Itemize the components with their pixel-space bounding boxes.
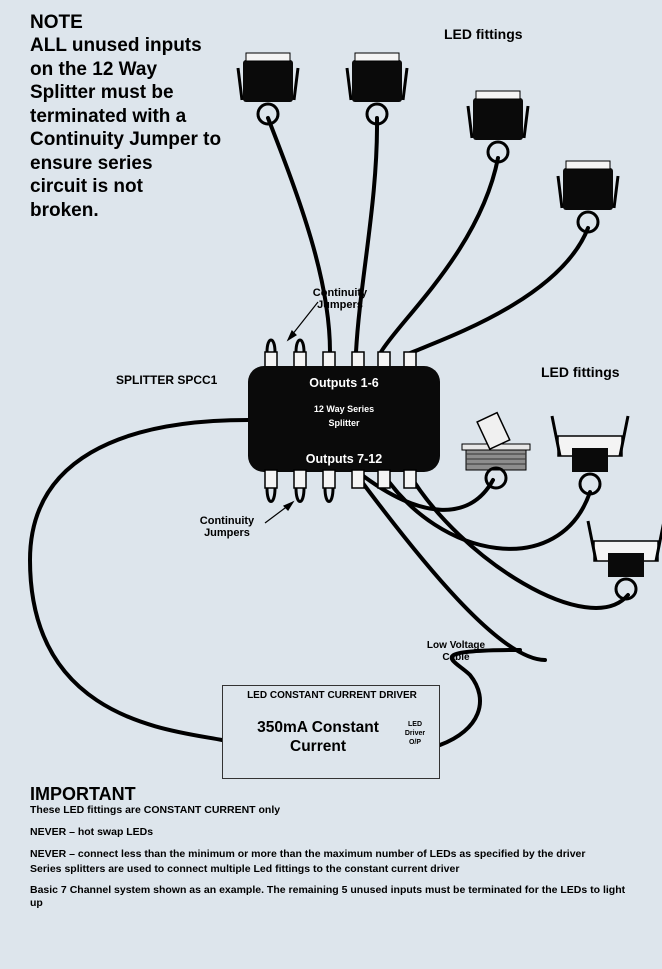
led-fitting-right-2 <box>550 415 630 496</box>
important-block: IMPORTANT These LED fittings are CONSTAN… <box>30 785 630 910</box>
driver-output-label: LED Driver O/P <box>395 720 435 747</box>
splitter-outputs-top: Outputs 1-6 <box>309 376 379 390</box>
splitter-outputs-bottom: Outputs 7-12 <box>305 452 383 466</box>
led-fitting-right-3 <box>586 520 662 601</box>
jumpers-top-line: Jumpers <box>317 299 363 311</box>
important-item: Series splitters are used to connect mul… <box>30 863 460 875</box>
low-voltage-line: Low Voltage <box>426 640 486 651</box>
note-line: Splitter must be <box>30 82 174 103</box>
driver-title: LED CONSTANT CURRENT DRIVER <box>247 690 417 701</box>
cable-output-10 <box>354 472 547 662</box>
important-subtitle: These LED fittings are CONSTANT CURRENT … <box>30 804 281 816</box>
cable-output-2 <box>354 116 380 354</box>
splitter-title-line2: Splitter <box>328 418 360 428</box>
cable-output-4 <box>406 226 590 356</box>
driver-op-line: Driver <box>404 730 426 737</box>
important-item: NEVER – hot swap LEDs <box>30 826 154 838</box>
note-line: broken. <box>30 199 99 221</box>
splitter-body <box>248 366 440 472</box>
driver-main-text: 350mA Constant Current <box>243 718 393 756</box>
note-line: ALL unused inputs <box>30 35 202 56</box>
led-fittings-right-label: LED fittings <box>541 364 620 380</box>
note-body: ALL unused inputs on the 12 Way Splitter… <box>30 34 260 222</box>
cable-output-8 <box>380 470 592 551</box>
note-line: on the 12 Way <box>30 58 158 80</box>
cable-output-3 <box>379 156 500 354</box>
led-driver-box: LED CONSTANT CURRENT DRIVER 350mA Consta… <box>222 685 440 779</box>
jumpers-bottom-line: Jumpers <box>204 527 250 539</box>
jumpers-top-line: Continuity <box>312 287 368 299</box>
continuity-jumpers-bottom <box>265 487 335 503</box>
led-fittings-top-label: LED fittings <box>444 26 523 42</box>
led-fitting-top-2 <box>345 52 409 126</box>
driver-op-line: LED <box>408 721 422 728</box>
important-item: Basic 7 Channel system shown as an examp… <box>30 884 626 909</box>
led-fitting-top-4 <box>556 160 620 234</box>
led-fitting-top-1 <box>236 52 300 126</box>
important-list: NEVER – hot swap LEDs NEVER – connect le… <box>30 826 630 910</box>
led-fitting-right-1 <box>461 411 531 490</box>
cable-low-voltage <box>438 648 522 747</box>
jumpers-bottom-line: Continuity <box>199 515 255 527</box>
driver-main-line: 350mA Constant <box>257 719 379 736</box>
important-item: NEVER – connect less than the minimum or… <box>30 848 586 860</box>
led-fitting-top-3 <box>466 90 530 164</box>
driver-main-line: Current <box>290 738 346 755</box>
continuity-jumpers-top-label: Continuity Jumpers <box>308 287 372 311</box>
note-line: terminated with a <box>30 105 187 127</box>
cable-output-9 <box>406 470 630 610</box>
splitter-bottom-connectors <box>264 469 417 489</box>
splitter-title-line1: 12 Way Series <box>313 404 375 414</box>
cable-driver-to-splitter <box>27 418 250 742</box>
driver-op-line: O/P <box>408 739 422 746</box>
note-line: circuit is not <box>30 176 143 197</box>
jumper-arrows <box>264 301 319 524</box>
note-line: Continuity Jumper to <box>30 129 222 150</box>
low-voltage-line: Cable <box>442 652 470 663</box>
important-title: IMPORTANT <box>30 784 136 804</box>
continuity-jumpers-top <box>265 338 306 353</box>
note-title: NOTE <box>30 12 83 33</box>
low-voltage-cable-label: Low Voltage Cable <box>418 640 494 664</box>
cables <box>27 116 630 747</box>
cable-output-1 <box>266 116 332 354</box>
note-block: NOTE ALL unused inputs on the 12 Way Spl… <box>30 12 260 222</box>
note-line: ensure series <box>30 152 153 174</box>
continuity-jumpers-bottom-label: Continuity Jumpers <box>192 515 262 539</box>
splitter-name-label: SPLITTER SPCC1 <box>116 373 218 387</box>
